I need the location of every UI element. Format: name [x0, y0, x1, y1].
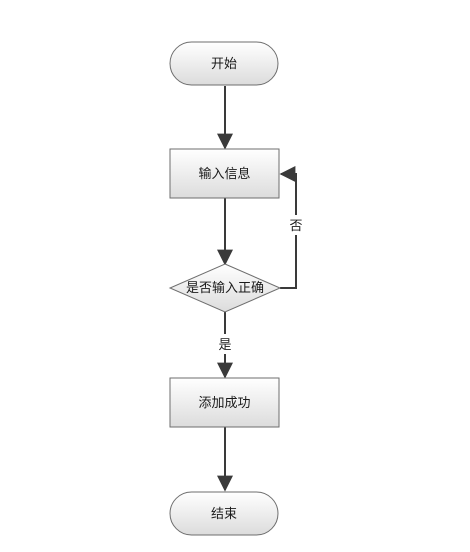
- no-label-bg: [287, 215, 305, 235]
- input-process-shape: [169, 148, 280, 199]
- edge-label-yes: 是: [218, 338, 231, 353]
- end-terminator-shape: [169, 491, 279, 536]
- end-node: 结束: [169, 491, 279, 536]
- decision-node: 是否输入正确: [168, 263, 282, 313]
- end-label: 结束: [211, 507, 237, 522]
- start-label: 开始: [211, 57, 237, 72]
- decision-label: 是否输入正确: [186, 280, 264, 296]
- decision-diamond-shape: [168, 263, 282, 313]
- success-label: 添加成功: [198, 396, 250, 411]
- input-node: 输入信息: [169, 148, 280, 199]
- start-node: 开始: [169, 41, 279, 86]
- success-node: 添加成功: [169, 377, 280, 428]
- yes-label-bg: [216, 334, 234, 354]
- input-label: 输入信息: [198, 166, 250, 182]
- start-terminator-shape: [169, 41, 279, 86]
- success-process-shape: [169, 377, 280, 428]
- edge-label-no: 否: [289, 219, 302, 234]
